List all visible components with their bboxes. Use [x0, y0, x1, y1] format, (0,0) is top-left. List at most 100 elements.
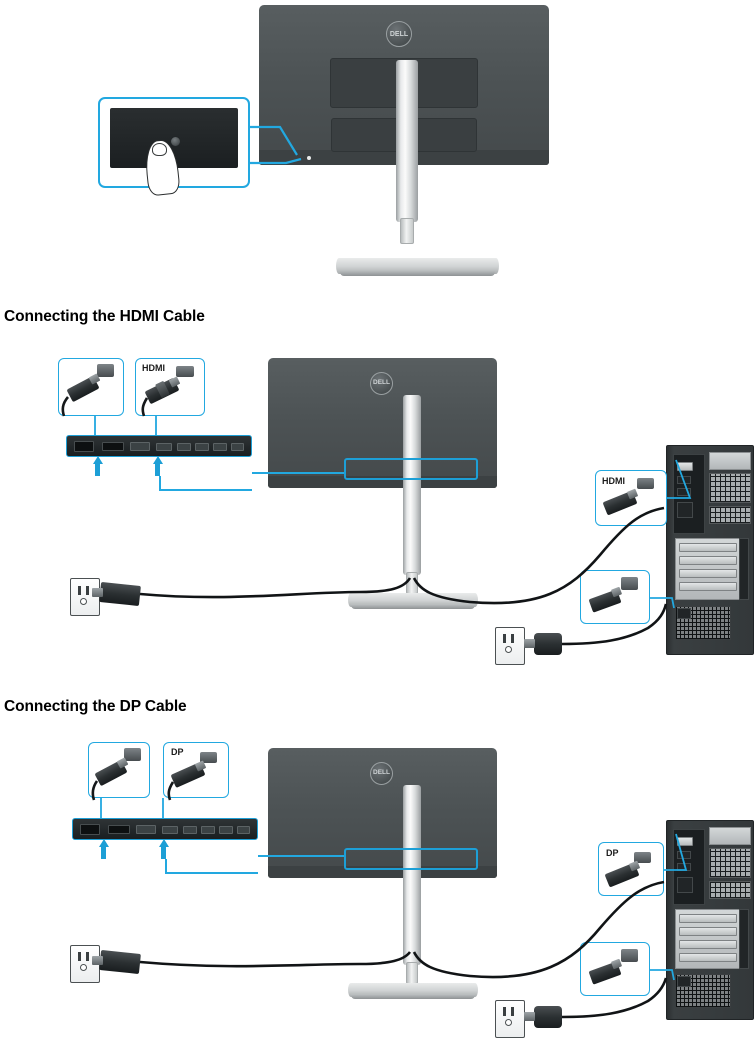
tower-io-display-port	[677, 851, 691, 859]
dp-pc-socket-icon	[634, 852, 651, 863]
power-plug-wall-left	[99, 949, 141, 975]
monitor-stand-neck	[403, 395, 421, 575]
tower-vent-grid-lower	[709, 506, 751, 524]
outlet-ground-right	[505, 646, 512, 653]
dell-logo: DELL	[370, 762, 393, 785]
tower-expansion-slot-2	[679, 556, 737, 565]
tower-vent-grid-upper	[709, 473, 751, 503]
tower-io-usb-ports	[677, 877, 693, 893]
monitor-stand-base-edge	[340, 270, 495, 276]
pc-tower	[666, 445, 754, 655]
outlet-ground-left	[80, 598, 87, 605]
io-port-usb-2	[201, 826, 215, 834]
tower-side-rail	[739, 538, 749, 600]
outlet-slot-left-a	[78, 586, 81, 595]
arrow-up-power-port	[92, 456, 103, 464]
figure-hdmi-connection: DELL H	[0, 340, 754, 680]
hdmi-callout-label: HDMI	[142, 363, 165, 373]
power-pc-socket-icon	[621, 577, 638, 590]
tower-io-hdmi-port	[677, 488, 691, 496]
tower-expansion-slot-1	[679, 914, 737, 923]
tower-io-vga-port	[677, 462, 693, 471]
tower-psu-socket	[677, 608, 691, 619]
monitor-cable-slot	[406, 572, 418, 594]
power-socket-icon	[97, 364, 114, 377]
tower-io-hdmi-port	[677, 863, 691, 871]
tower-vent-grid-upper	[709, 848, 751, 878]
monitor-stand-base-edge	[351, 604, 475, 609]
io-port-usb-3	[219, 826, 233, 834]
tower-side-rail	[739, 909, 749, 969]
heading-connecting-dp-cable: Connecting the DP Cable	[4, 698, 187, 715]
dp-callout-label: DP	[171, 747, 184, 757]
dell-logo: DELL	[370, 372, 393, 395]
outlet-ground-right	[505, 1019, 512, 1026]
heading-connecting-hdmi-cable: Connecting the HDMI Cable	[4, 308, 205, 325]
outlet-slot-left-b	[86, 586, 89, 595]
wall-outlet-left	[70, 578, 100, 616]
power-plug-prongs-left	[92, 588, 103, 597]
tower-psu-socket	[677, 976, 691, 987]
monitor-io-port-strip	[66, 435, 252, 457]
power-pc-socket-icon	[621, 949, 638, 962]
io-port-usb-upstream	[156, 443, 172, 451]
dp-pc-callout-label: DP	[606, 848, 619, 858]
arrow-up-power-port	[98, 839, 109, 847]
hdmi-pc-socket-icon	[637, 478, 654, 489]
hdmi-pc-callout-label: HDMI	[602, 476, 625, 486]
monitor-stand-neck	[403, 785, 421, 965]
tower-io-usb-ports	[677, 502, 693, 518]
tower-expansion-slot-3	[679, 940, 737, 949]
io-port-power	[80, 824, 100, 835]
power-plug-wall-right	[534, 633, 562, 655]
arrow-up-hdmi-port	[152, 456, 163, 464]
monitor-cable-slot	[406, 962, 418, 984]
tower-top-bay	[709, 452, 751, 470]
monitor-port-area-highlight	[344, 848, 478, 870]
io-port-usb-upstream	[162, 826, 178, 834]
io-port-usb-3	[213, 443, 227, 451]
power-plug-prongs-left	[92, 956, 103, 965]
power-plug-prongs-right	[524, 1012, 535, 1021]
outlet-slot-right-a	[503, 1007, 506, 1016]
figure-dp-connection: DELL DP	[0, 730, 754, 1049]
dp-socket-icon	[200, 752, 217, 763]
monitor-port-area-highlight	[344, 458, 478, 480]
power-led-indicator	[307, 156, 311, 160]
outlet-slot-left-b	[86, 952, 89, 961]
pc-tower	[666, 820, 754, 1020]
tower-expansion-slot-4	[679, 582, 737, 591]
outlet-slot-right-b	[511, 634, 514, 643]
io-port-usb-1	[183, 826, 197, 834]
tower-expansion-slot-1	[679, 543, 737, 552]
io-port-audio	[231, 443, 244, 451]
tower-io-vga-port	[677, 837, 693, 846]
tower-expansion-slot-2	[679, 927, 737, 936]
dell-logo: DELL	[386, 21, 412, 47]
arrow-stem-power-port	[95, 462, 100, 476]
outlet-slot-left-a	[78, 952, 81, 961]
io-port-usb-2	[195, 443, 209, 451]
io-port-dp	[136, 825, 156, 834]
power-plug-wall-left	[99, 581, 141, 607]
power-button[interactable]	[170, 136, 181, 147]
io-port-dp	[130, 442, 150, 451]
power-plug-prongs-right	[524, 639, 535, 648]
outlet-slot-right-b	[511, 1007, 514, 1016]
arrow-stem-power-port	[101, 845, 106, 859]
io-port-hdmi	[108, 825, 130, 834]
hdmi-socket-icon	[176, 366, 194, 377]
monitor-cable-slot	[400, 218, 414, 244]
arrow-stem-hdmi-port	[155, 462, 160, 476]
power-plug-wall-right	[534, 1006, 562, 1028]
tower-io-display-port	[677, 476, 691, 484]
arrow-up-dp-port	[158, 839, 169, 847]
io-port-power	[74, 441, 94, 452]
io-port-hdmi	[102, 442, 124, 451]
tower-expansion-slot-4	[679, 953, 737, 962]
monitor-stand-neck	[396, 60, 418, 222]
figure-power-button: DELL	[0, 0, 754, 295]
monitor-stand-base-edge	[351, 994, 475, 999]
power-socket-icon	[124, 748, 141, 761]
